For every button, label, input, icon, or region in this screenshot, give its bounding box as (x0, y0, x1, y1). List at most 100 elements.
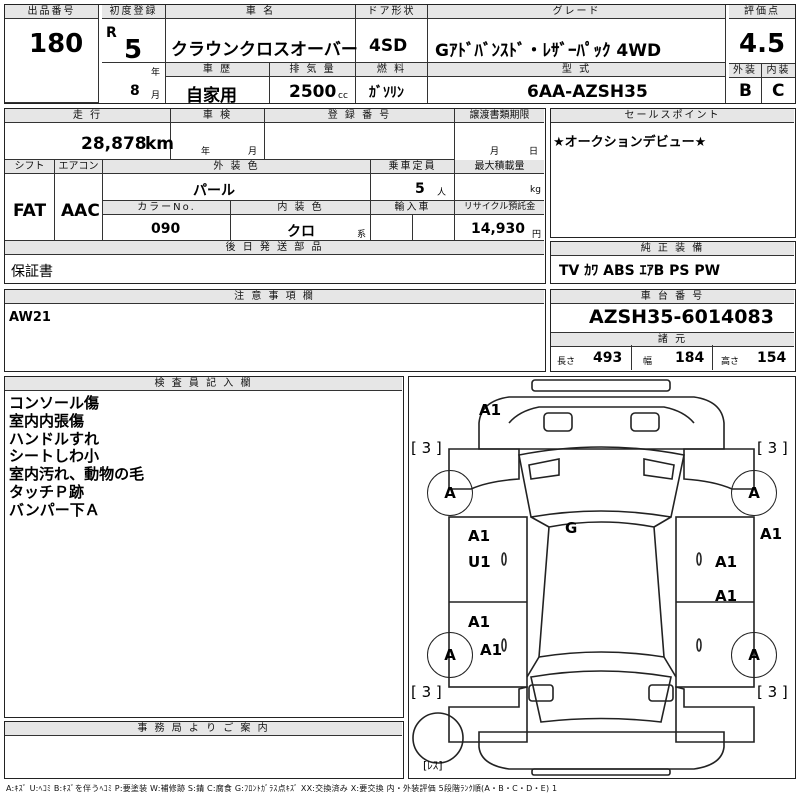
displacement-value: 2500 (289, 82, 337, 102)
car-name-label: 車 名 (166, 5, 356, 19)
door-label: ドア形状 (356, 5, 428, 19)
lot-value: 180 (29, 29, 84, 59)
displacement-unit: cc (338, 91, 348, 101)
car-name-value: クラウンクロスオーバー (171, 40, 358, 60)
height-value: 154 (757, 350, 787, 366)
color-no-value: 090 (151, 221, 181, 237)
inspector-line: 室内内張傷 (9, 411, 85, 430)
capacity-label: 乗車定員 (371, 160, 455, 174)
era: R (106, 25, 117, 41)
year-unit: 年 (151, 68, 161, 78)
inspector-line: バンパー下Ａ (9, 500, 100, 519)
legend: A:ｷｽﾞ U:ﾍｺﾐ B:ｷｽﾞを伴うﾍｺﾐ P:要塗装 W:補修跡 S:錆 … (6, 784, 558, 793)
import-label: 輸入車 (371, 201, 455, 215)
mark-right-front-fender: A1 (760, 525, 783, 543)
width-value: 184 (675, 350, 705, 366)
model-label: 型 式 (428, 63, 726, 77)
score-label: 評価点 (729, 5, 795, 19)
history-value: 自家用 (186, 86, 237, 106)
recycle-value: 14,930 (471, 221, 526, 237)
notes-block: 注 意 事 項 欄 AW21 (4, 289, 546, 372)
inspector-line: コンソール傷 (9, 394, 100, 412)
color-no-label: カラーNo. (103, 201, 231, 215)
height-label: 高さ (721, 357, 740, 367)
color-value: パール (193, 183, 235, 199)
int-color-value: クロ (287, 224, 315, 240)
tire-right-front: A (731, 470, 777, 516)
spare-tire: [ﾚｽ] (423, 759, 443, 772)
mark-right-rear-door: A1 (715, 587, 738, 605)
fuel-label: 燃 料 (356, 63, 428, 77)
inspection-month-unit: 月 (248, 147, 258, 157)
mark-front-bumper: A1 (479, 401, 502, 419)
mileage-unit: km (145, 134, 175, 154)
fuel-value: ｶﾞｿﾘﾝ (369, 85, 404, 101)
month-unit: 月 (151, 91, 161, 101)
tire-left-front: A (427, 470, 473, 516)
displacement-label: 排 気 量 (270, 63, 356, 77)
mileage-label: 走 行 (5, 109, 171, 123)
transfer-month-unit: 月 (490, 147, 500, 157)
ac-value: AAC (61, 201, 100, 221)
length-value: 493 (593, 350, 623, 366)
tire-right-rear: A (731, 632, 777, 678)
inspection-label: 車 検 (171, 109, 265, 123)
lot-label: 出品番号 (5, 5, 99, 19)
tread-left-rear: [ 3 ] (411, 683, 442, 701)
history-label: 車 歴 (166, 63, 270, 77)
equipment-block: 純 正 装 備 TV ｶﾜ ABS ｴｱB PS PW (550, 241, 796, 284)
transfer-label: 譲渡書類期限 (455, 109, 544, 123)
ac-label: エアコン (55, 160, 103, 174)
equipment-label: 純 正 装 備 (551, 242, 794, 256)
mark-hood: G (565, 519, 578, 537)
interior-value: C (772, 81, 785, 101)
later-parts-label: 後 日 発 送 部 品 (5, 241, 544, 255)
office-label: 事 務 局 よ り ご 案 内 (5, 722, 402, 736)
load-unit: kg (530, 185, 541, 195)
office-block: 事 務 局 よ り ご 案 内 (4, 721, 404, 779)
notes-value: AW21 (9, 310, 51, 325)
later-parts-value: 保証書 (11, 264, 53, 280)
mileage-value: 28,878 (81, 134, 147, 154)
model-value: 6AA-AZSH35 (527, 82, 648, 102)
grade-value: Gｱﾄﾞﾊﾞﾝｽﾄﾞ・ﾚｻﾞｰﾊﾟｯｸ 4WD (435, 41, 662, 61)
chassis-label: 車 台 番 号 (551, 290, 794, 304)
mark-right-front-door: A1 (715, 553, 738, 571)
mark-left-rear-fender: A1 (480, 641, 503, 659)
load-label: 最大積載量 (455, 160, 544, 174)
reg-label: 登 録 番 号 (265, 109, 455, 123)
int-color-unit: 系 (357, 230, 367, 240)
sales-point-label: セールスポイント (551, 109, 794, 123)
car-outline (412, 379, 755, 776)
inspection-year-unit: 年 (201, 147, 211, 157)
year-value: 5 (124, 35, 143, 65)
width-label: 幅 (643, 357, 653, 367)
equipment-value: TV ｶﾜ ABS ｴｱB PS PW (559, 263, 721, 279)
door-value: 4SD (369, 36, 408, 56)
inspector-label: 検 査 員 記 入 欄 (5, 377, 402, 391)
notes-label: 注 意 事 項 欄 (5, 290, 544, 304)
inspector-line: シートしわ小 (9, 447, 100, 466)
inspector-line: タッチＰ跡 (9, 482, 85, 501)
month-value: 8 (130, 83, 140, 99)
shift-label: シフト (5, 160, 55, 174)
mark-left-front-fender: A1 (468, 527, 491, 545)
exterior-value: B (739, 81, 752, 101)
spec-label: 諸 元 (551, 332, 794, 347)
inspector-line: ハンドルすれ (9, 429, 100, 448)
vehicle-info-block: 走 行 28,878 km 車 検 年 月 登 録 番 号 譲渡書類期限 月 日… (4, 108, 546, 284)
capacity-value: 5 (415, 181, 425, 197)
sales-point-value: ★オークションデビュー★ (553, 135, 707, 150)
score-value: 4.5 (739, 29, 786, 59)
interior-label: 内装 (762, 63, 795, 78)
damage-diagram: A1 G A1 U1 A1 A1 A1 A1 A1 A A A A [ 3 ] … (408, 376, 796, 779)
chassis-value: AZSH35-6014083 (589, 306, 774, 328)
recycle-label: リサイクル預託金 (455, 201, 544, 215)
tread-right-rear: [ 3 ] (757, 683, 788, 701)
first-reg-label: 初度登録 (102, 5, 166, 19)
int-color-label: 内 装 色 (231, 201, 371, 215)
exterior-label: 外装 (729, 63, 762, 78)
sales-point-block: セールスポイント ★オークションデビュー★ (550, 108, 796, 238)
tread-left-front: [ 3 ] (411, 439, 442, 457)
tire-left-rear: A (427, 632, 473, 678)
